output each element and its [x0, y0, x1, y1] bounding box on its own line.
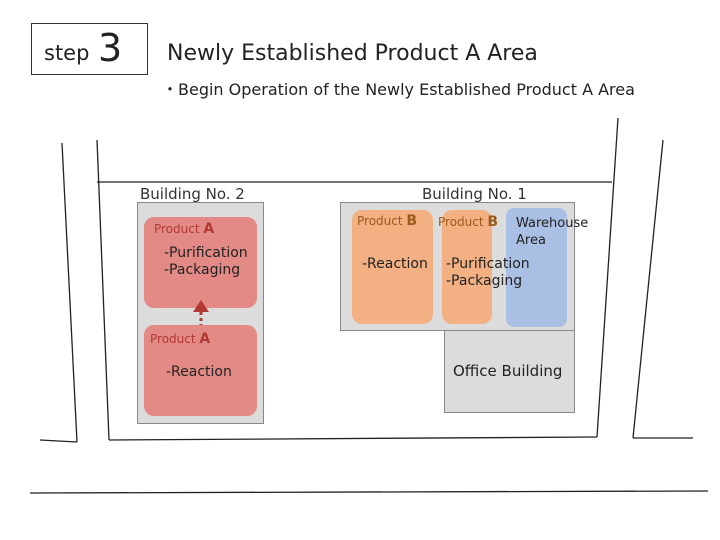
- subtitle: ・Begin Operation of the Newly Establishe…: [162, 80, 635, 99]
- product-a-purification-area: Product A -Purification -Packaging: [144, 217, 257, 308]
- page-title: Newly Established Product A Area: [167, 41, 538, 66]
- step-word: step: [44, 41, 90, 65]
- product-a-reaction-area: Product A -Reaction: [144, 325, 257, 416]
- process-text: -Reaction: [362, 256, 428, 272]
- building-1-label: Building No. 1: [422, 185, 527, 203]
- arrow-up-icon: [193, 300, 209, 328]
- building-2-label: Building No. 2: [140, 185, 245, 203]
- product-label: Product A: [150, 331, 211, 347]
- product-label: Product A: [154, 221, 215, 237]
- process-text: -Purification -Packaging: [446, 256, 530, 289]
- office-building: Office Building: [444, 330, 575, 413]
- product-label: Product B: [438, 214, 499, 230]
- process-text: -Purification -Packaging: [164, 245, 248, 278]
- product-b-purification-area: [442, 210, 492, 324]
- product-b-reaction-area: Product B -Reaction: [352, 210, 433, 324]
- office-building-label: Office Building: [453, 362, 563, 380]
- warehouse-label: Warehouse Area: [516, 216, 589, 248]
- process-text: -Reaction: [166, 364, 232, 380]
- step-number: 3: [98, 26, 123, 70]
- step-box: step 3: [31, 23, 148, 75]
- product-label: Product B: [357, 213, 418, 229]
- warehouse-area: [506, 208, 567, 327]
